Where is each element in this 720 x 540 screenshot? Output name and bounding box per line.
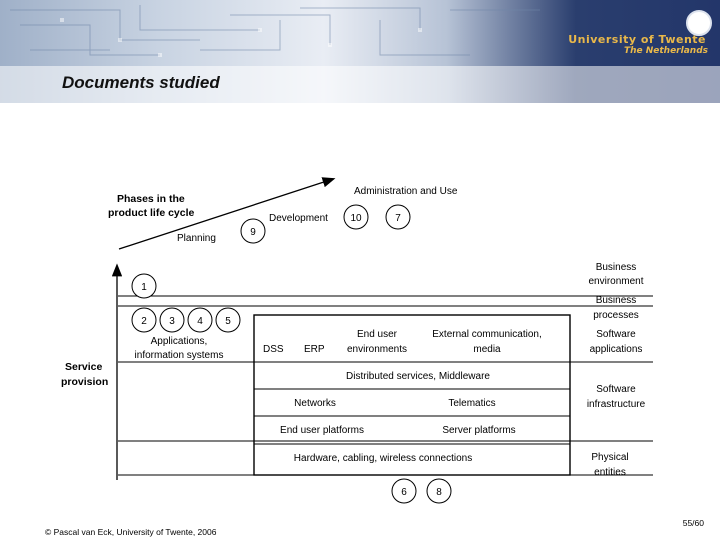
phase-circle-7 [385,204,411,230]
phase-planning: Planning [177,233,216,244]
ext-comm-line2: media [473,344,501,355]
title-bar [0,66,720,103]
business-env-line1: Business [596,262,637,273]
phase-number-9: 9 [250,227,256,238]
page-number: 55/60 [682,518,704,528]
circle-2 [131,307,157,333]
applications-label-bg [128,333,232,359]
business-env-line2: environment [588,276,643,287]
software-infra-line2: infrastructure [587,399,646,410]
business-proc-line1: Business [596,295,637,306]
university-name: University of Twente [568,33,706,46]
circle-5 [215,307,241,333]
circle-6 [391,478,417,504]
phase-number-7: 7 [395,213,401,224]
software-infra-line1: Software [596,384,636,395]
distributed-services-label: Distributed services, Middleware [346,371,490,382]
circle-1-label: 1 [141,282,147,293]
circle-4 [187,307,213,333]
footer-copyright: © Pascal van Eck, University of Twente, … [45,527,217,537]
circle-5-label: 5 [225,316,231,327]
physical-line1: Physical [591,452,628,463]
server-platforms-label: Server platforms [442,425,515,436]
university-country: The Netherlands [623,46,708,56]
ext-comm-line1: External communication, [432,329,542,340]
erp-label: ERP [304,344,325,355]
telematics-label: Telematics [448,398,495,409]
business-proc-line2: processes [593,310,639,321]
software-apps-line1: Software [596,329,636,340]
hardware-label: Hardware, cabling, wireless connections [294,453,472,464]
dss-label: DSS [263,344,284,355]
phase-development: Development [269,213,328,224]
applications-label-line1: Applications, [151,336,208,347]
phases-label-line2: product life cycle [108,207,195,219]
phase-admin-use: Administration and Use [354,186,458,197]
service-label-line1: Service [65,361,103,373]
circle-8-label: 8 [436,487,442,498]
phase-circle-9 [240,218,266,244]
circle-3 [159,307,185,333]
networks-label: Networks [294,398,336,409]
circle-8 [426,478,452,504]
physical-line2: entities [594,467,626,478]
end-user-platforms-label: End user platforms [280,425,364,436]
circuit-pattern-decoration [10,5,540,57]
applications-label-line2: information systems [135,350,224,361]
circle-2-label: 2 [141,316,147,327]
slide-title: Documents studied [62,73,220,92]
end-user-env-line2: environments [347,344,407,355]
end-user-env-line1: End user [357,329,398,340]
circle-1 [131,273,157,299]
phases-label-line1: Phases in the [117,193,185,205]
circle-4-label: 4 [197,316,203,327]
software-apps-line2: applications [590,344,643,355]
lifecycle-arrow [118,177,336,250]
phase-number-10: 10 [350,213,362,224]
circle-3-label: 3 [169,316,175,327]
circle-6-label: 6 [401,487,407,498]
phase-circle-10 [343,204,369,230]
service-label-line2: provision [61,376,108,388]
university-logo-icon [686,10,712,36]
